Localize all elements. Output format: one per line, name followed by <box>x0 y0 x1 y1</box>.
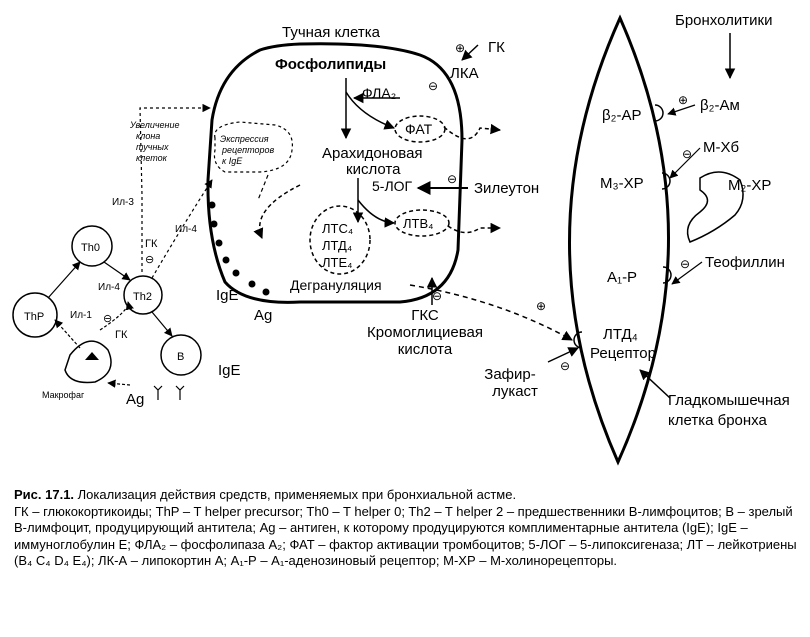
ige-cell-label: IgE <box>216 287 239 304</box>
free-antibodies <box>153 385 185 400</box>
b2-ar-label: β₂-АР <box>602 107 641 124</box>
zileuton-label: Зилеутон <box>474 180 539 197</box>
figure-caption: Рис. 17.1. Локализация действия средств,… <box>14 487 804 570</box>
sign-minus-zaf: ⊖ <box>560 359 570 373</box>
il3-label: Ил-3 <box>112 197 134 208</box>
gk-th2-label: ГК <box>145 238 158 250</box>
b-cell <box>160 334 202 376</box>
lte4-label: ЛТЕ₄ <box>322 255 352 270</box>
thp-cell <box>12 292 58 338</box>
ltd4-label: ЛТД₄ <box>322 238 352 253</box>
sign-minus-th2: ⊖ <box>145 254 154 266</box>
m3-hr-label: М₃-ХР <box>600 175 644 192</box>
lox5-label: 5-ЛОГ <box>372 178 413 194</box>
sign-minus-gks: ⊖ <box>432 289 442 303</box>
lka-label: ЛКА <box>450 65 479 82</box>
thp-label: ThP <box>24 311 44 323</box>
sign-plus-b2: ⊕ <box>678 93 688 107</box>
bronchus-receptors <box>573 104 672 349</box>
a1-r-label: А₁-Р <box>607 269 637 286</box>
macrophage-cell <box>64 340 112 384</box>
paf-label: ФАТ <box>405 121 433 137</box>
paf-bubble <box>394 115 446 143</box>
arachidonic-acid-label-2: кислота <box>346 161 401 178</box>
ige-receptors <box>208 201 270 296</box>
th2-cell <box>123 275 163 315</box>
caption-lead: Рис. 17.1. <box>14 487 75 502</box>
sign-minus-thp: ⊖ <box>103 313 112 325</box>
ige-free-label: IgE <box>218 362 241 379</box>
caption-title: Локализация действия средств, применяемы… <box>74 487 517 502</box>
ag-macro-label: Ag <box>126 391 144 408</box>
theophylline-label: Теофиллин <box>705 254 785 271</box>
ltc4-label: ЛТС₄ <box>322 221 353 236</box>
caption-body: ГК – глюкокортикоиды; ThP – T helper pre… <box>14 503 797 569</box>
receptor-expression-bubble <box>213 121 293 173</box>
m2-receptor-shape <box>686 171 744 243</box>
b-label: B <box>177 351 184 363</box>
sign-plus-ltd4: ⊕ <box>536 299 546 313</box>
m2-hr-label: М₂-ХР <box>728 177 771 194</box>
macrophage-label: Макрофаг <box>42 390 85 400</box>
m-hb-label: М-Хб <box>703 139 739 156</box>
leukotriene-group <box>309 205 371 275</box>
sign-plus-gk: ⊕ <box>455 41 465 55</box>
gk-thp-label: ГК <box>115 329 128 341</box>
zafirlukast-label: Зафир-лукаст <box>484 366 538 400</box>
th2-label: Th2 <box>133 291 152 303</box>
smooth-muscle-cell <box>568 14 670 466</box>
asthma-drug-action-diagram: Тучная клетка Фосфолипиды ФЛА₂ ФАТ Арахи… <box>12 12 790 466</box>
pla2-label: ФЛА₂ <box>362 85 396 101</box>
il4-label-b: Ил-4 <box>98 282 120 293</box>
degranulation-label: Дегрануляция <box>290 277 382 293</box>
mast-cell-membrane <box>206 42 464 304</box>
ltb4-label: ЛТВ₄ <box>403 216 433 231</box>
sign-minus-zileuton: ⊖ <box>447 172 457 186</box>
il1-label: Ил-1 <box>70 310 92 321</box>
gk-top-label: ГК <box>488 39 505 56</box>
ag-cell-label: Ag <box>254 307 272 324</box>
sign-minus-mhb: ⊖ <box>682 147 692 161</box>
arachidonic-acid-label-1: Арахидоновая <box>322 145 423 162</box>
sign-minus-lka: ⊖ <box>428 79 438 93</box>
sign-minus-theo: ⊖ <box>680 257 690 271</box>
th0-cell <box>71 225 113 267</box>
il4-label-a: Ил-4 <box>175 224 197 235</box>
th0-label: Th0 <box>81 242 100 254</box>
b2-am-label: β₂-Ам <box>700 97 740 114</box>
phospholipids-label: Фосфолипиды <box>275 56 386 73</box>
bronchodilators-label: Бронхолитики <box>675 12 772 29</box>
mast-cell-title: Тучная клетка <box>282 24 381 41</box>
